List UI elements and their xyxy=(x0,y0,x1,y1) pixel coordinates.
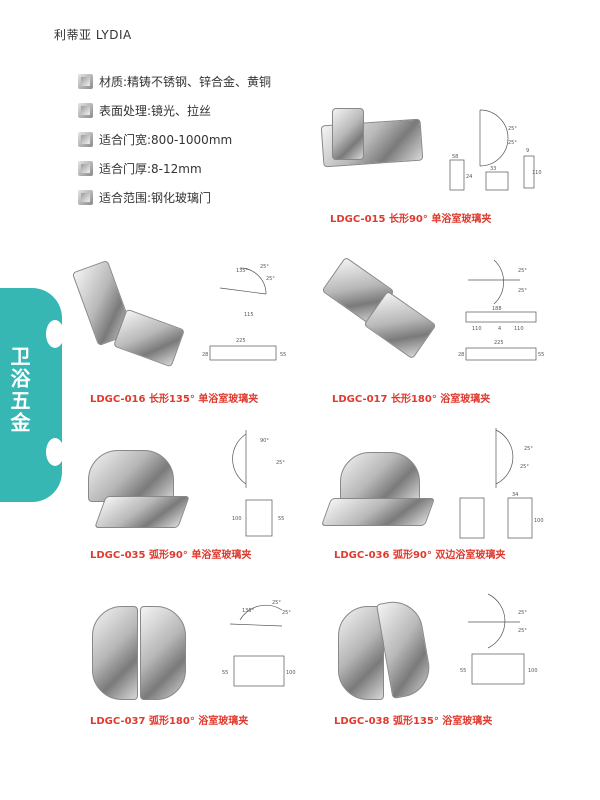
product-photo xyxy=(94,496,190,528)
product-photo xyxy=(88,450,174,502)
dimension-label: 25° xyxy=(282,610,291,616)
dimension-label: 25° xyxy=(518,628,527,634)
category-tab xyxy=(0,288,64,502)
spec-door-width: 适合门宽:800-1000mm xyxy=(78,128,271,151)
dimension-label: 225 xyxy=(494,340,504,346)
dimension-label: 110 xyxy=(472,326,482,332)
finish-icon xyxy=(78,103,93,118)
dimension-label: 33 xyxy=(490,166,496,172)
dimension-label: 25° xyxy=(518,268,527,274)
dimension-label: 25° xyxy=(260,264,269,270)
product-photo xyxy=(92,606,138,700)
dimension-label: 25° xyxy=(508,126,517,132)
material-icon xyxy=(78,74,93,89)
product-photo xyxy=(338,606,384,700)
dimension-label: 55 xyxy=(460,668,466,674)
product-caption: LDGC-037 弧形180° 浴室玻璃夹 xyxy=(90,716,249,727)
technical-drawing: 135° 25° 25° 100 55 xyxy=(222,600,296,687)
product-caption: LDGC-016 长形135° 单浴室玻璃夹 xyxy=(90,394,259,405)
dimension-label: 100 xyxy=(534,518,544,524)
spec-text: 适合门厚:8-12mm xyxy=(99,162,202,176)
technical-drawing: 25° 25° 188 4 110 110 225 55 28 xyxy=(458,259,544,361)
spec-text: 适合门宽:800-1000mm xyxy=(99,133,233,147)
dimension-label: 25° xyxy=(518,288,527,294)
dimension-label: 25° xyxy=(266,276,275,282)
product-photo xyxy=(332,108,364,160)
tab-notch xyxy=(46,320,64,348)
product-caption: LDGC-017 长形180° 浴室玻璃夹 xyxy=(332,394,491,405)
technical-drawing: 25° 25° 33 110 58 24 9 xyxy=(449,109,542,191)
dimension-label: 25° xyxy=(508,140,517,146)
dimension-label: 25° xyxy=(520,464,529,470)
dimension-label: 34 xyxy=(512,492,518,498)
product-photo xyxy=(375,597,435,699)
category-label: 卫浴五金 xyxy=(7,346,31,434)
dimension-label: 9 xyxy=(526,148,529,154)
dimension-label: 25° xyxy=(272,600,281,606)
dimension-label: 110 xyxy=(532,170,542,176)
product-photo xyxy=(320,498,436,526)
technical-drawing: 25° 25° 100 34 xyxy=(459,428,544,539)
product-caption: LDGC-038 弧形135° 浴室玻璃夹 xyxy=(334,716,493,727)
spec-material: 材质:精铸不锈钢、锌合金、黄铜 xyxy=(78,70,271,93)
product-photo xyxy=(140,606,186,700)
door-width-icon xyxy=(78,132,93,147)
dimension-label: 55 xyxy=(280,352,286,358)
product-photo xyxy=(113,308,185,368)
dimension-label: 225 xyxy=(236,338,246,344)
spec-finish: 表面处理:镜光、拉丝 xyxy=(78,99,271,122)
spec-door-thickness: 适合门厚:8-12mm xyxy=(78,157,271,180)
dimension-label: 188 xyxy=(492,306,502,312)
product-caption: LDGC-035 弧形90° 单浴室玻璃夹 xyxy=(90,550,252,561)
dimension-label: 55 xyxy=(278,516,284,522)
dimension-label: 55 xyxy=(538,352,544,358)
dimension-label: 100 xyxy=(232,516,242,522)
dimension-label: 28 xyxy=(458,352,464,358)
dimension-label: 115 xyxy=(244,312,254,318)
dimension-label: 110 xyxy=(514,326,524,332)
dimension-label: 135° xyxy=(236,268,249,274)
dimension-label: 25° xyxy=(276,460,285,466)
dimension-label: 100 xyxy=(528,668,538,674)
dimension-label: 58 xyxy=(452,154,458,160)
dimension-label: 55 xyxy=(222,670,228,676)
dimension-label: 25° xyxy=(524,446,533,452)
product-caption: LDGC-036 弧形90° 双边浴室玻璃夹 xyxy=(334,550,506,561)
spec-list: 材质:精铸不锈钢、锌合金、黄铜 表面处理:镜光、拉丝 适合门宽:800-1000… xyxy=(78,70,271,215)
brand-logo: 利蒂亚 LYDIA xyxy=(54,28,132,42)
spec-text: 表面处理:镜光、拉丝 xyxy=(99,104,212,118)
spec-range: 适合范围:钢化玻璃门 xyxy=(78,186,271,209)
dimension-label: 28 xyxy=(202,352,208,358)
technical-drawing: 135° 25° 25° 115 225 55 28 xyxy=(202,264,286,361)
range-icon xyxy=(78,190,93,205)
spec-text: 材质:精铸不锈钢、锌合金、黄铜 xyxy=(99,75,272,89)
thickness-icon xyxy=(78,161,93,176)
dimension-label: 135° xyxy=(242,608,255,614)
dimension-label: 24 xyxy=(466,174,472,180)
dimension-label: 100 xyxy=(286,670,296,676)
spec-text: 适合范围:钢化玻璃门 xyxy=(99,191,212,205)
dimension-label: 25° xyxy=(518,610,527,616)
technical-drawing: 25° 25° 100 55 xyxy=(460,593,538,685)
dimension-label: 4 xyxy=(498,326,501,332)
product-caption: LDGC-015 长形90° 单浴室玻璃夹 xyxy=(330,214,492,225)
product-photo xyxy=(340,452,420,502)
dimension-label: 90° xyxy=(260,438,269,444)
technical-drawing: 90° 25° 55 100 xyxy=(232,430,285,537)
tab-notch xyxy=(46,438,64,466)
